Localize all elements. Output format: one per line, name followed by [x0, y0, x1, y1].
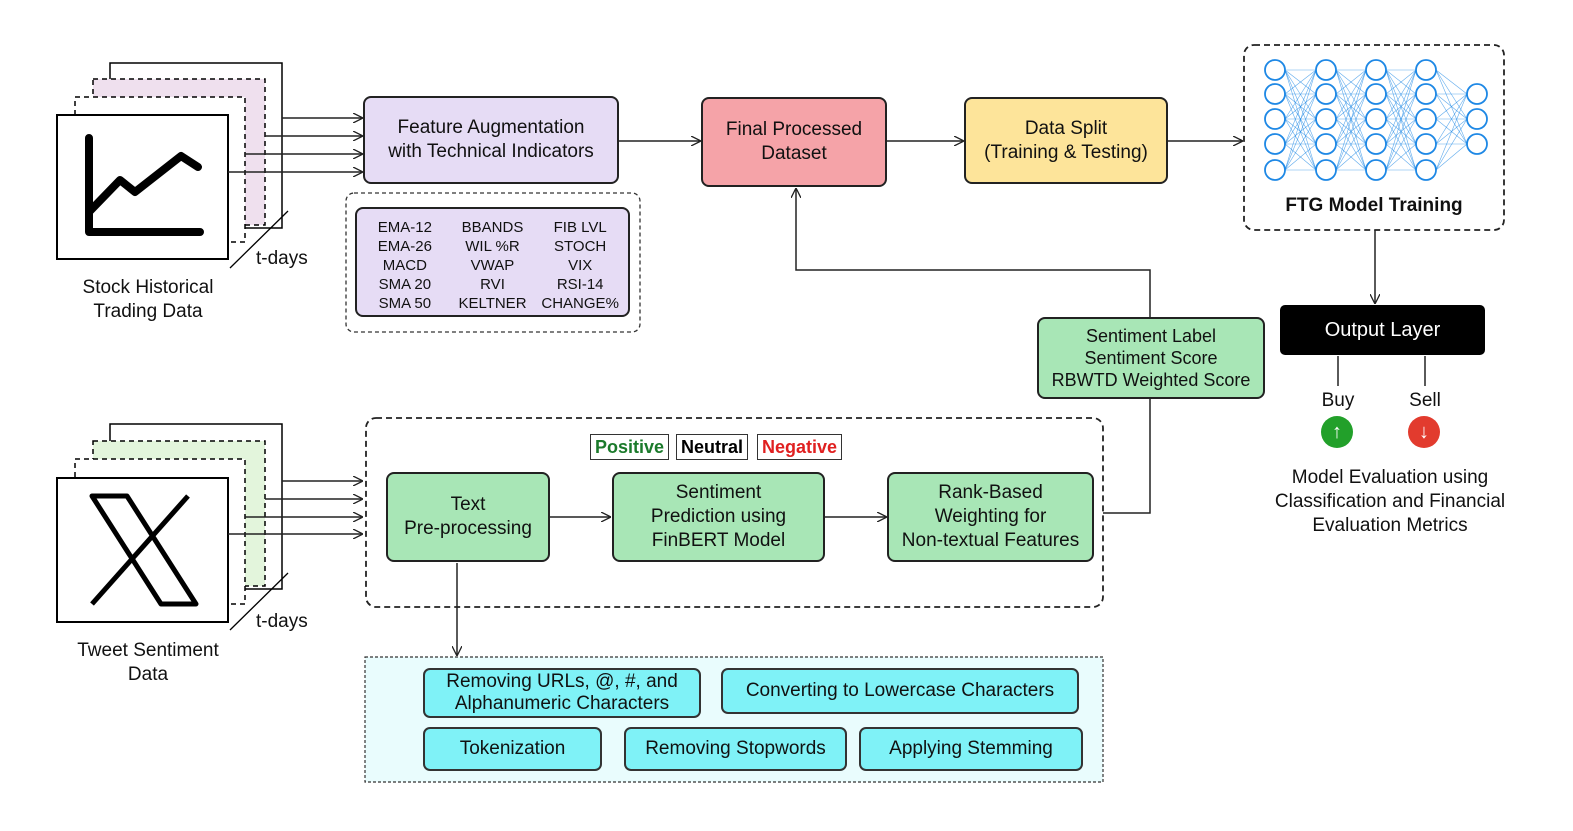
stemming-step: Applying Stemming	[859, 727, 1083, 771]
neuron	[1315, 59, 1337, 81]
line-chart-icon	[85, 134, 204, 236]
neuron	[1415, 59, 1437, 81]
sell-label: Sell	[1409, 390, 1441, 411]
neuron	[1466, 108, 1488, 130]
neuron	[1415, 133, 1437, 155]
stock-data-stack	[56, 62, 289, 269]
neuron	[1315, 133, 1337, 155]
neural-network-icon	[1264, 59, 1488, 181]
neuron	[1365, 108, 1387, 130]
neuron	[1264, 133, 1286, 155]
indicator-item: RSI-14	[556, 276, 604, 293]
indicator-item: CHANGE%	[541, 295, 619, 312]
neuron	[1365, 59, 1387, 81]
indicator-item: EMA-12	[377, 219, 432, 236]
data-split-box: Data Split(Training & Testing)	[964, 97, 1168, 184]
indicator-item: SMA 20	[378, 276, 432, 293]
indicator-item: MACD	[382, 257, 427, 274]
indicator-item: FIB LVL	[553, 219, 607, 236]
indicator-item: KELTNER	[458, 295, 527, 312]
tweet-data-stack	[56, 423, 289, 631]
stock-tdays-label: t-days	[256, 248, 308, 269]
stopwords-step: Removing Stopwords	[624, 727, 847, 771]
neutral-tag: Neutral	[676, 434, 749, 460]
negative-tag: Negative	[757, 434, 843, 460]
tokenization-step: Tokenization	[423, 727, 602, 771]
sell-arrow-icon: ↓	[1408, 416, 1440, 448]
neuron	[1365, 159, 1387, 181]
ftg-container	[1243, 44, 1505, 231]
lowercase-step: Converting to Lowercase Characters	[721, 668, 1079, 714]
sentiment-pipeline-container	[365, 417, 1104, 608]
neuron	[1415, 108, 1437, 130]
neuron	[1264, 108, 1286, 130]
indicator-item: STOCH	[554, 238, 607, 255]
indicators-grid: EMA-12 BBANDS FIB LVL EMA-26 WIL %R STOCH MACD…	[355, 207, 630, 317]
indicator-item: SMA 50	[378, 295, 432, 312]
neuron	[1415, 83, 1437, 105]
stock-arrows	[228, 118, 362, 172]
neuron	[1365, 133, 1387, 155]
indicator-item: VIX	[568, 257, 593, 274]
neuron	[1415, 159, 1437, 181]
neuron	[1315, 159, 1337, 181]
indicators-container	[345, 192, 641, 333]
neuron	[1466, 83, 1488, 105]
indicator-item: EMA-26	[377, 238, 432, 255]
neuron	[1264, 159, 1286, 181]
neuron	[1264, 83, 1286, 105]
indicator-item: WIL %R	[465, 238, 520, 255]
output-layer: Output Layer	[1280, 305, 1485, 355]
buy-arrow-icon: ↑	[1321, 416, 1353, 448]
neuron	[1315, 83, 1337, 105]
ftg-model-label: FTG Model Training	[1285, 195, 1463, 216]
x-logo-icon	[89, 493, 199, 607]
neuron	[1466, 133, 1488, 155]
neuron	[1365, 83, 1387, 105]
tweet-tdays-label: t-days	[256, 611, 308, 632]
arrow-sentiment-to-final	[796, 189, 1151, 514]
indicator-item: RVI	[480, 276, 505, 293]
indicator-item: BBANDS	[461, 219, 524, 236]
tweet-arrows	[228, 481, 362, 534]
buy-label: Buy	[1321, 390, 1355, 411]
neuron	[1264, 59, 1286, 81]
neuron	[1315, 108, 1337, 130]
positive-tag: Positive	[590, 434, 670, 460]
indicator-item: VWAP	[470, 257, 515, 274]
